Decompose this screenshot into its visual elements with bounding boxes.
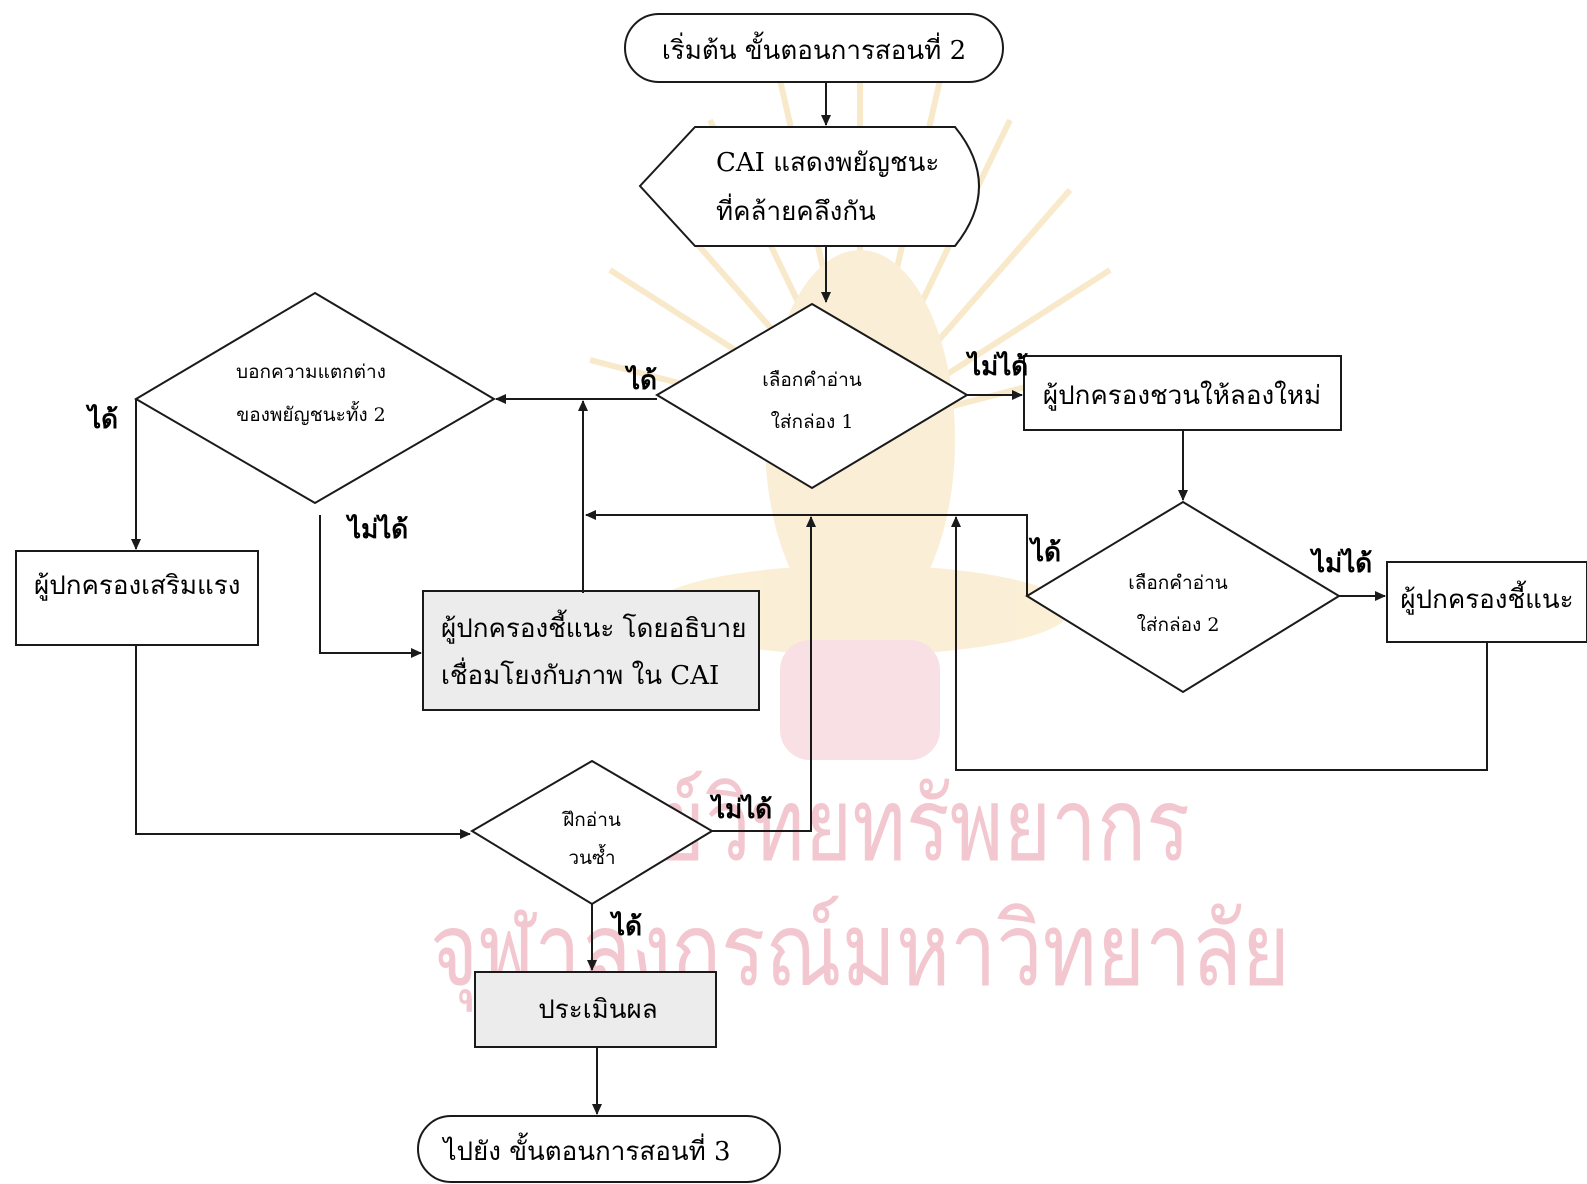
evaluate-box	[474, 971, 717, 1048]
practice-label-line2: วนซ้ำ	[568, 844, 615, 869]
practice-no-label: ไม่ได้	[709, 793, 772, 825]
retry-box	[1023, 355, 1342, 431]
difference-label-line2: ของพยัญชนะทั้ง 2	[236, 401, 386, 426]
display-label-line2: ที่คล้ายคลึงกัน	[716, 193, 876, 227]
retry-label: ผู้ปกครองชวนให้ลองใหม่	[1043, 381, 1321, 411]
guide-center-label-line2: เชื่อมโยงกับภาพ ใน CAI	[441, 657, 719, 691]
guide-center-label-line1: ผู้ปกครองชี้แนะ โดยอธิบาย	[441, 609, 746, 644]
connector-diff-no	[319, 515, 422, 658]
difference-yes-label: ได้	[85, 403, 118, 435]
decision-box-1	[655, 302, 969, 490]
decision2-label-line2: ใส่กล่อง 2	[1137, 614, 1220, 636]
decision2-no-label: ไม่ได้	[1309, 547, 1372, 579]
practice-label-line1: ฝึกอ่าน	[561, 809, 621, 831]
reinforce-box	[15, 550, 259, 646]
decision1-yes-label: ได้	[624, 364, 657, 396]
decision1-label-line2: ใส่กล่อง 1	[771, 411, 854, 433]
connector-d2-yes-loop	[585, 510, 1028, 596]
display-shape	[638, 126, 980, 247]
display-label-line1: CAI แสดงพยัญชนะ	[716, 148, 939, 178]
decision2-yes-label: ได้	[1028, 536, 1061, 568]
evaluate-label: ประเมินผล	[538, 995, 657, 1025]
guide-center-box	[422, 590, 760, 711]
start-terminator	[624, 13, 1004, 83]
reinforce-label: ผู้ปกครองเสริมแรง	[34, 571, 240, 601]
connector-reinforce-practice	[135, 645, 471, 839]
decision2-label-line1: เลือกคำอ่าน	[1128, 572, 1228, 594]
decision1-label-line1: เลือกคำอ่าน	[762, 369, 862, 391]
decision-box-2	[1025, 500, 1341, 694]
start-label: เริ่มต้น ขั้นตอนการสอนที่ 2	[662, 31, 966, 66]
decision1-no-label: ไม่ได้	[965, 350, 1028, 382]
connector-practice-no	[712, 516, 816, 832]
end-terminator	[417, 1115, 781, 1183]
difference-decision	[134, 291, 496, 505]
difference-label-line1: บอกความแตกต่าง	[236, 361, 386, 383]
difference-no-label: ไม่ได้	[345, 513, 408, 545]
practice-yes-label: ได้	[609, 910, 642, 942]
connector-guide-right-loop	[951, 516, 1488, 771]
end-label: ไปยัง ขั้นตอนการสอนที่ 3	[441, 1132, 730, 1167]
guide-right-label: ผู้ปกครองชี้แนะ	[1400, 580, 1573, 615]
guide-right-box	[1386, 561, 1587, 643]
